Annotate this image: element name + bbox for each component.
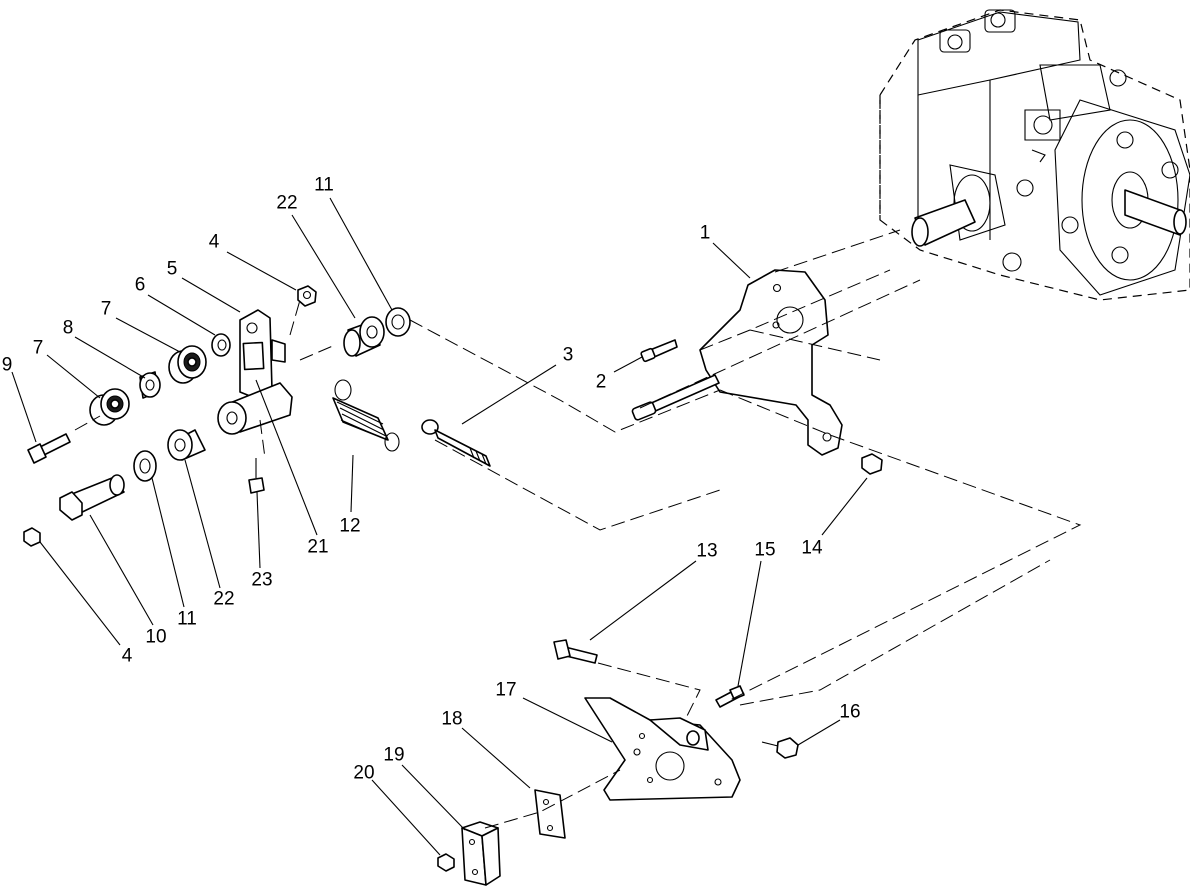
callout-22-lower: 22 [213, 589, 234, 610]
callout-15: 15 [754, 540, 775, 561]
callout-6: 6 [135, 275, 146, 296]
callout-22-upper: 22 [276, 193, 297, 214]
callout-23: 23 [251, 570, 272, 591]
pump-mount-bracket-17 [584, 697, 741, 801]
callout-19: 19 [383, 745, 404, 766]
cap-screw-13 [553, 639, 598, 664]
callout-labels: 1 2 3 4 5 6 7 8 7 9 22 11 4 10 11 22 23 … [2, 175, 861, 784]
callout-10: 10 [145, 627, 166, 648]
callout-13: 13 [696, 541, 717, 562]
callout-9: 9 [2, 355, 13, 376]
callout-2: 2 [596, 372, 607, 393]
thrust-washer-11-lower [133, 450, 157, 482]
rod-end-10 [59, 474, 125, 521]
grease-fitting-23 [248, 458, 265, 494]
callout-7-upper: 7 [101, 299, 112, 320]
pivot-pin [631, 374, 720, 421]
washer-6 [211, 333, 231, 357]
spacer-8 [139, 371, 161, 399]
flange-bearing-7-lower [89, 388, 130, 426]
lock-nut-16 [761, 737, 799, 759]
flange-bushing-22-lower [167, 429, 206, 461]
callout-3: 3 [563, 345, 574, 366]
flange-bearing-7-upper [168, 345, 207, 384]
callout-17: 17 [495, 680, 516, 701]
cap-screw-9 [27, 433, 71, 464]
cap-screw-15 [715, 685, 745, 708]
callout-11-lower: 11 [177, 609, 197, 630]
callout-21: 21 [307, 537, 328, 558]
lock-nut-20 [437, 853, 455, 872]
extension-spring-12 [332, 379, 400, 452]
cap-screw-2 [640, 339, 678, 363]
plate-18 [534, 789, 566, 839]
lock-nut-4-lower [23, 527, 41, 547]
pivot-spacer [217, 382, 293, 435]
callout-4-upper: 4 [209, 232, 220, 253]
pump-control-bracket [699, 269, 843, 456]
callout-7-lower: 7 [33, 338, 44, 359]
callout-14: 14 [801, 538, 823, 559]
hydrostat-pump-phantom [879, 9, 1190, 301]
callout-18: 18 [441, 709, 462, 730]
flange-bushing-22-upper [343, 316, 385, 357]
callout-1: 1 [700, 223, 711, 244]
callout-5: 5 [167, 259, 178, 280]
block-19 [461, 821, 501, 886]
callout-12: 12 [339, 516, 360, 537]
callout-16: 16 [839, 702, 860, 723]
callout-4-lower: 4 [122, 646, 133, 667]
assembly-lines [74, 229, 1082, 829]
callout-20: 20 [353, 763, 374, 784]
callout-11-upper: 11 [314, 175, 334, 196]
leader-lines [11, 197, 868, 856]
lock-nut-4-upper [297, 285, 317, 307]
lock-nut-14 [861, 453, 883, 475]
control-rod-3 [421, 419, 491, 467]
callout-8: 8 [63, 318, 74, 339]
thrust-washer-11-upper [385, 307, 411, 337]
